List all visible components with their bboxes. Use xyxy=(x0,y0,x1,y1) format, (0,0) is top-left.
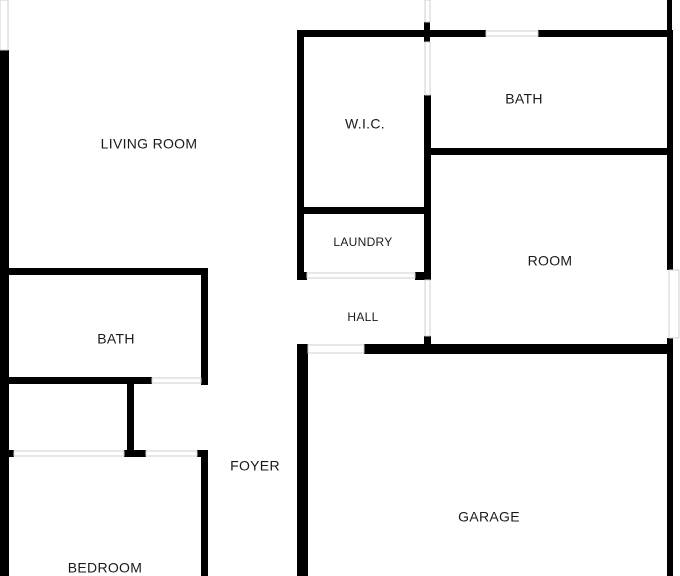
wall-bedroom-right xyxy=(201,450,208,576)
wall-bath-room-divider xyxy=(424,148,672,155)
doorway-wic-top xyxy=(424,0,431,23)
wall-top-bath-left xyxy=(426,30,486,37)
room-labels: LIVING ROOM W.I.C. BATH LAUNDRY ROOM HAL… xyxy=(68,91,573,576)
wall-bath-lower-bottom xyxy=(0,377,152,384)
wall-right-lower xyxy=(667,338,673,576)
wall-bedroom-top-mid xyxy=(124,450,146,457)
doorway-bath-lower xyxy=(151,377,202,384)
wall-right-upper xyxy=(667,0,672,30)
wall-bath-lower-top xyxy=(0,268,208,275)
wall-top-wic xyxy=(297,30,426,37)
doorway-bedroom-left xyxy=(13,450,125,457)
wall-garage-top xyxy=(364,344,672,354)
window-top-bath xyxy=(485,30,539,37)
wall-bedroom-top-left xyxy=(0,450,14,457)
wall-closet-divider xyxy=(127,377,134,457)
wall-laundry-bottom-left xyxy=(297,272,307,280)
label-garage: GARAGE xyxy=(458,509,520,525)
wall-garage-left xyxy=(297,344,308,576)
label-bath-upper: BATH xyxy=(505,91,543,107)
doorway-hall-right xyxy=(424,279,431,337)
wall-wic-laundry-divider xyxy=(297,207,428,214)
wall-wic-left xyxy=(297,30,304,280)
wall-laundry-bottom-right xyxy=(415,272,431,280)
window-left-top xyxy=(0,0,9,51)
window-right-room xyxy=(668,269,680,339)
label-living-room: LIVING ROOM xyxy=(101,136,198,152)
wall-hall-post xyxy=(424,336,431,346)
doorway-laundry xyxy=(306,272,416,279)
doorway-bedroom-right xyxy=(145,450,198,457)
label-laundry: LAUNDRY xyxy=(333,235,392,249)
wall-wic-right xyxy=(424,95,431,280)
label-bedroom: BEDROOM xyxy=(68,560,142,576)
label-hall: HALL xyxy=(347,310,378,324)
wall-left-exterior xyxy=(0,50,9,576)
openings xyxy=(0,0,680,457)
wall-top-bath-right xyxy=(538,30,672,37)
label-room: ROOM xyxy=(528,253,573,269)
label-wic: W.I.C. xyxy=(345,116,385,132)
wall-bath-lower-right xyxy=(201,268,208,385)
wall-stub-top xyxy=(424,22,430,42)
label-bath-lower: BATH xyxy=(97,331,135,347)
doorway-garage xyxy=(307,344,365,354)
label-foyer: FOYER xyxy=(230,458,280,474)
doorway-wic-right xyxy=(424,41,431,96)
